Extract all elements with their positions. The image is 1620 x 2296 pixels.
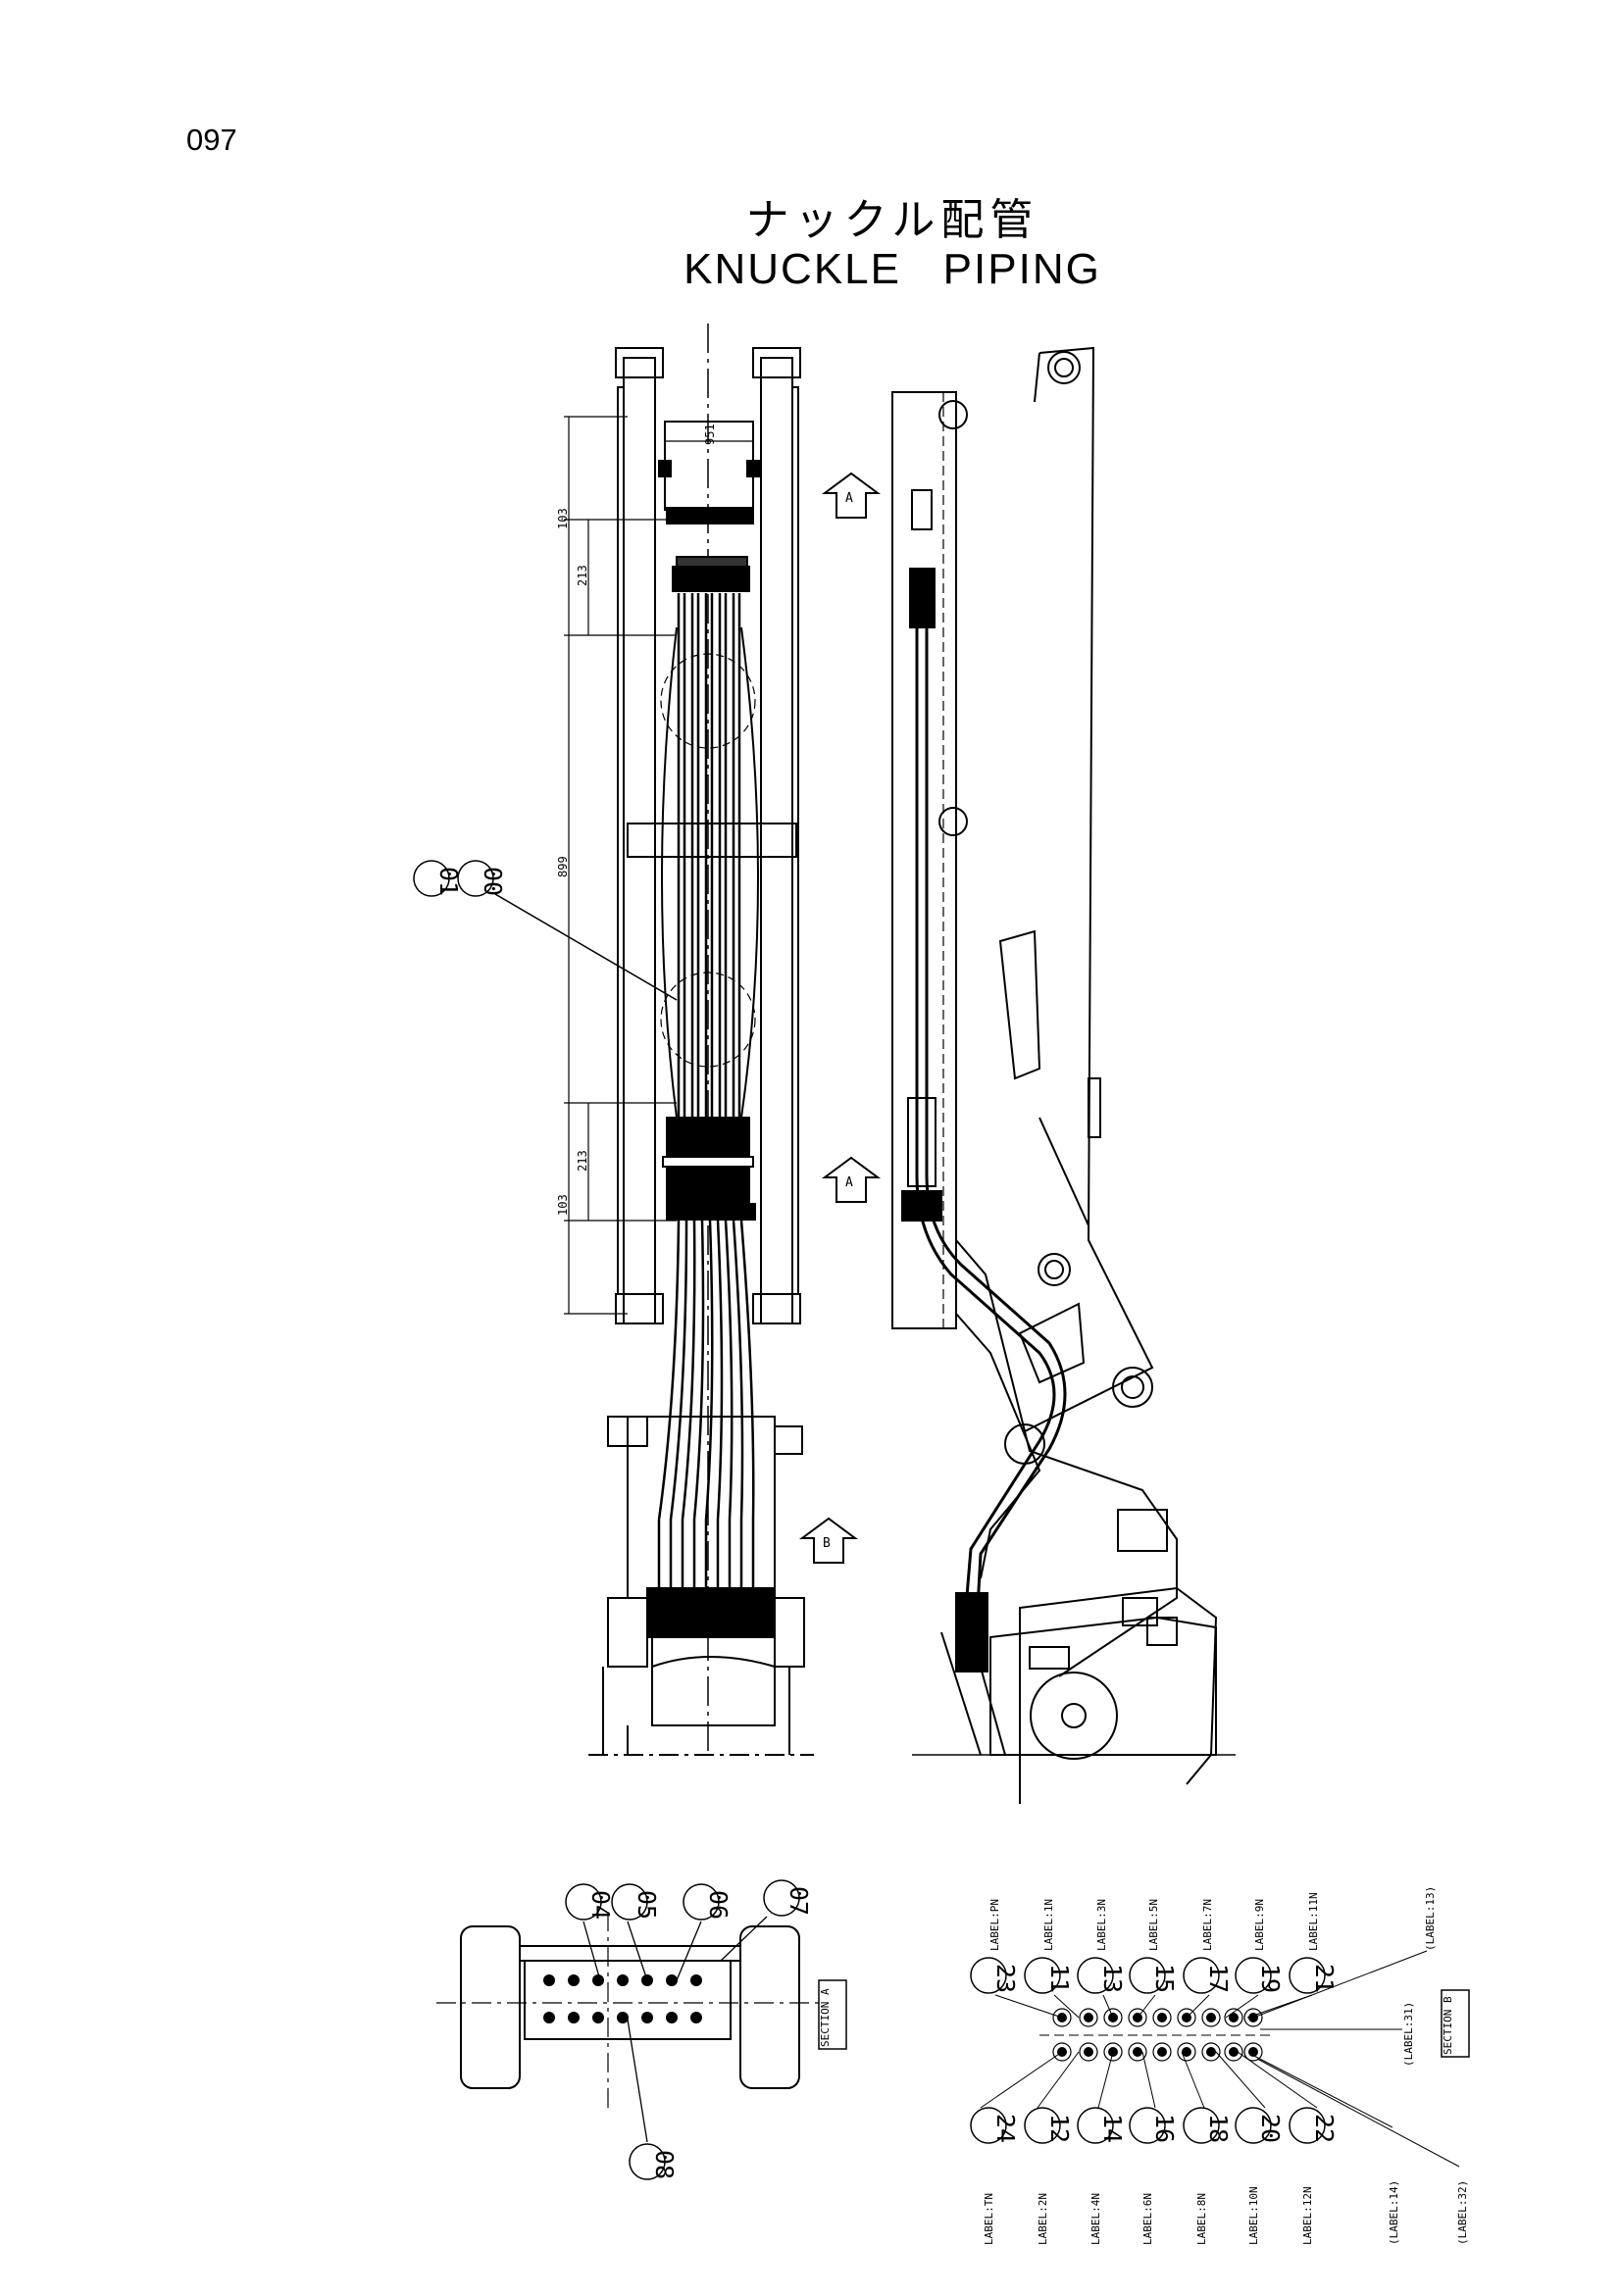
section-markers: A A B (798, 472, 882, 1564)
label-4n: LABEL:4N (1089, 2193, 1102, 2245)
label-14: (LABEL:14) (1388, 2180, 1400, 2245)
section-a-detail: 04 05 06 07 08 SECTION A (436, 1879, 847, 2180)
label-tn: LABEL:TN (983, 2193, 995, 2245)
marker-a-mid: A (845, 1175, 853, 1190)
callout-11: 11 (1045, 1964, 1074, 1993)
callout-13: 13 (1098, 1964, 1127, 1993)
callout-00: 00 (479, 867, 507, 896)
marker-a-top: A (845, 491, 853, 506)
label-31: (LABEL:31) (1402, 2002, 1415, 2067)
side-view (891, 346, 1236, 1804)
label-3n: LABEL:3N (1095, 1899, 1108, 1951)
title-japanese: ナックル配管 (745, 195, 1039, 245)
callout-20: 20 (1256, 2114, 1285, 2143)
label-9n: LABEL:9N (1253, 1899, 1266, 1951)
label-pn: LABEL:PN (988, 1899, 1001, 1951)
callout-08: 08 (650, 2150, 679, 2179)
label-12n: LABEL:12N (1301, 2186, 1314, 2245)
dim-951: 951 (703, 424, 717, 445)
label-6n: LABEL:6N (1141, 2193, 1154, 2245)
callout-07: 07 (785, 1886, 813, 1916)
label-13: (LABEL:13) (1424, 1886, 1437, 1951)
title-english: KNUCKLE PIPING (683, 245, 1101, 293)
callout-23: 23 (991, 1964, 1020, 1993)
dim-103-bottom: 103 (556, 1194, 570, 1216)
callout-22: 22 (1310, 2114, 1339, 2143)
label-11n: LABEL:11N (1307, 1892, 1320, 1951)
callout-19: 19 (1256, 1964, 1285, 1993)
callout-15: 15 (1150, 1964, 1179, 1993)
callout-16: 16 (1150, 2114, 1179, 2143)
callout-01: 01 (434, 867, 463, 896)
callout-17: 17 (1204, 1964, 1233, 1993)
label-32: (LABEL:32) (1456, 2180, 1469, 2245)
label-8n: LABEL:8N (1195, 2193, 1208, 2245)
label-5n: LABEL:5N (1147, 1899, 1160, 1951)
section-b-detail: 23 11 13 15 17 19 21 24 12 14 16 18 20 2… (970, 1886, 1470, 2245)
label-7n: LABEL:7N (1201, 1899, 1214, 1951)
section-a-label: SECTION A (819, 1988, 832, 2047)
marker-b: B (823, 1536, 831, 1551)
dim-213-bottom: 213 (576, 1150, 589, 1172)
dim-899: 899 (556, 856, 570, 877)
section-b-label: SECTION B (1442, 1996, 1454, 2055)
page-number: 097 (186, 123, 237, 157)
dim-103-top: 103 (556, 508, 570, 529)
callout-00-circle (457, 860, 494, 897)
callout-21: 21 (1310, 1964, 1339, 1993)
callout-18: 18 (1204, 2114, 1233, 2143)
callout-05: 05 (633, 1890, 661, 1920)
callout-12: 12 (1045, 2114, 1074, 2143)
callout-14: 14 (1098, 2114, 1127, 2143)
label-1n: LABEL:1N (1042, 1899, 1055, 1951)
callout-24: 24 (991, 2114, 1020, 2143)
callout-01-circle (413, 860, 450, 897)
callout-04: 04 (586, 1890, 615, 1920)
top-view: 951 103 213 899 213 103 (556, 324, 814, 1756)
label-10n: LABEL:10N (1247, 2186, 1260, 2245)
dim-213-top: 213 (576, 565, 589, 586)
label-2n: LABEL:2N (1037, 2193, 1049, 2245)
callout-06: 06 (704, 1890, 733, 1920)
main-callouts: 01 00 (413, 860, 507, 897)
